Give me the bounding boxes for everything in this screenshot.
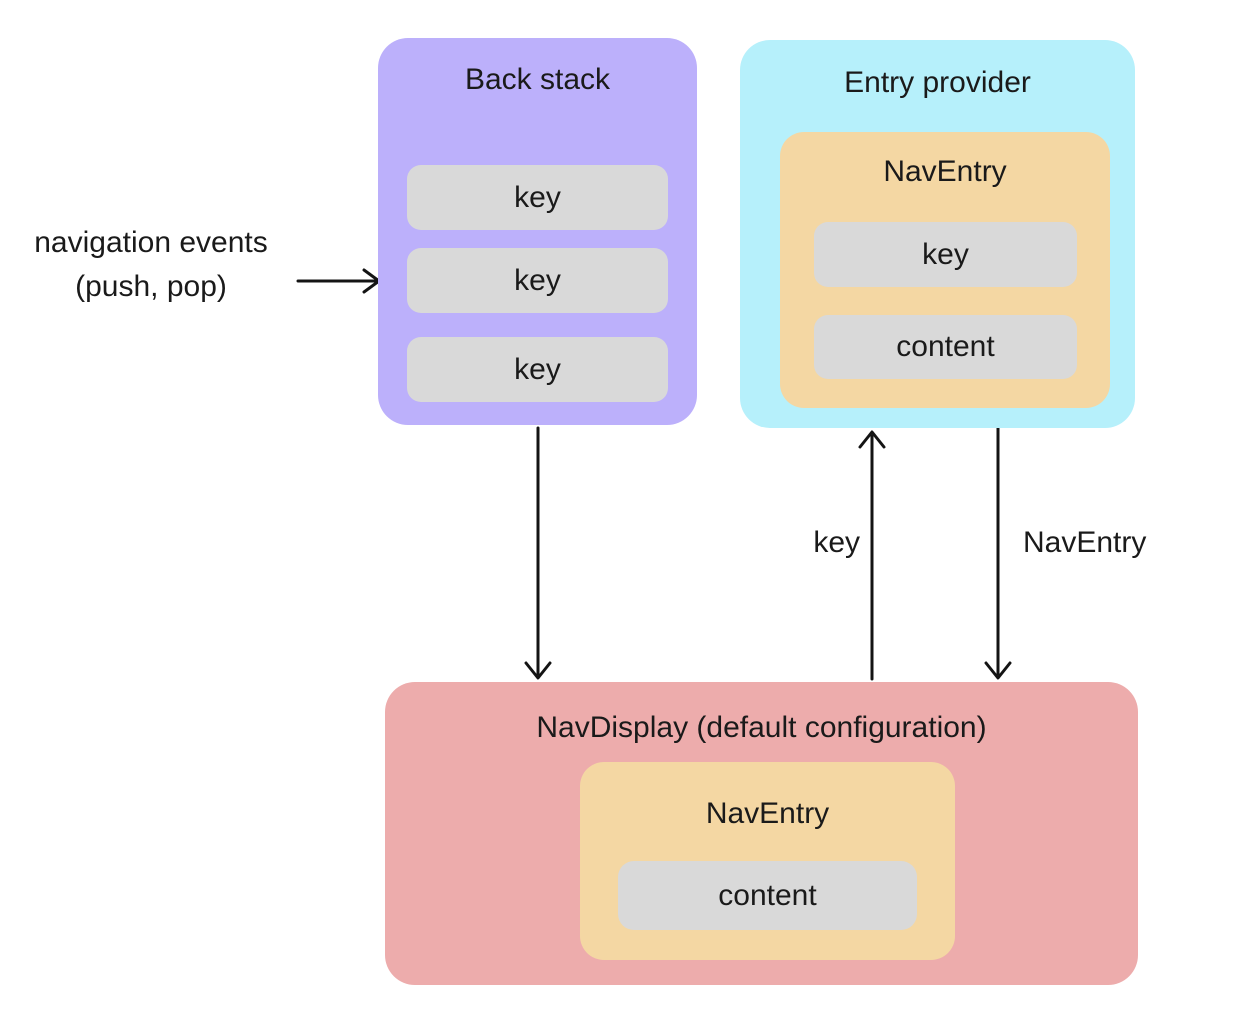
nav-entry-content-chip: content	[618, 861, 917, 930]
navigation-events-label: navigation events (push, pop)	[0, 221, 302, 309]
entry-provider-box: Entry provider NavEntry key content	[740, 40, 1135, 428]
back-stack-key-chip: key	[407, 337, 668, 402]
entryprovider-to-navdisplay-naventry-arrow	[984, 426, 1012, 680]
nav-entry-content-chip: content	[814, 315, 1077, 379]
navdisplay-to-entryprovider-key-arrow	[858, 430, 886, 681]
nav-entry-title: NavEntry	[883, 155, 1007, 188]
nav-entry-title: NavEntry	[705, 797, 830, 830]
nav-display-title: NavDisplay (default configuration)	[536, 711, 987, 744]
nav-display-box: NavDisplay (default configuration) NavEn…	[385, 682, 1138, 985]
back-stack-key-chip: key	[407, 248, 668, 313]
entry-provider-title: Entry provider	[844, 66, 1031, 99]
navigation-events-line1: navigation events	[34, 226, 268, 259]
backstack-to-navdisplay-arrow	[524, 426, 552, 680]
entry-provider-nav-entry-box: NavEntry key content	[780, 132, 1110, 408]
back-stack-box: Back stack key key key	[378, 38, 697, 425]
push-pop-arrow	[296, 268, 381, 294]
nav-entry-arrow-label: NavEntry	[1023, 526, 1147, 559]
back-stack-key-chip: key	[407, 165, 668, 230]
navigation-events-line2: (push, pop)	[75, 270, 227, 303]
nav-display-nav-entry-box: NavEntry content	[580, 762, 955, 960]
key-arrow-label: key	[813, 526, 860, 559]
nav-entry-key-chip: key	[814, 222, 1077, 287]
back-stack-title: Back stack	[464, 63, 611, 96]
